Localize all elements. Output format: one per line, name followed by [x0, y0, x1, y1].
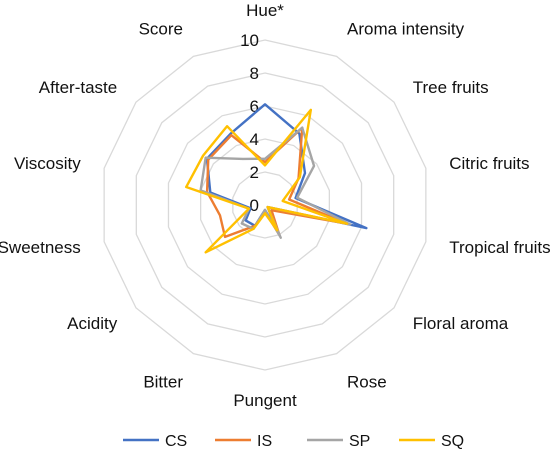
- series-layer: [184, 103, 368, 254]
- legend-label-sq: SQ: [441, 433, 464, 450]
- grid-ring-8: [135, 72, 395, 338]
- legend: CS IS SP SQ: [123, 433, 464, 450]
- tick-label-4: 4: [250, 130, 259, 149]
- grid-ring-6: [167, 105, 363, 305]
- axis-label-viscosity: Viscosity: [14, 154, 81, 173]
- tick-label-10: 10: [240, 31, 259, 50]
- axis-label-bitter: Bitter: [143, 372, 183, 391]
- legend-label-is: IS: [257, 433, 272, 450]
- grid-ring-10: [103, 39, 427, 371]
- axis-label-floral-aroma: Floral aroma: [413, 314, 509, 333]
- axis-label-citric-fruits: Citric fruits: [449, 154, 529, 173]
- tick-label-0: 0: [250, 196, 259, 215]
- axis-label-pungent: Pungent: [233, 391, 297, 410]
- axis-label-tree-fruits: Tree fruits: [413, 78, 489, 97]
- axis-label-aroma-intensity: Aroma intensity: [347, 20, 465, 39]
- tick-label-6: 6: [250, 97, 259, 116]
- axis-label-tropical-fruits: Tropical fruits: [449, 238, 550, 257]
- legend-label-cs: CS: [165, 433, 187, 450]
- axis-label-acidity: Acidity: [67, 314, 118, 333]
- axis-label-sweetness: Sweetness: [0, 238, 81, 257]
- legend-label-sp: SP: [349, 433, 370, 450]
- axis-label-after-taste: After-taste: [39, 78, 117, 97]
- grid-layer: [103, 39, 427, 371]
- series-line-sp: [199, 126, 352, 239]
- tick-label-8: 8: [250, 64, 259, 83]
- tick-label-2: 2: [250, 163, 259, 182]
- tick-label-layer: 0 2 4 6 8 10: [240, 31, 259, 215]
- axis-label-hue: Hue*: [246, 1, 284, 20]
- axis-label-rose: Rose: [347, 372, 387, 391]
- series-line-sq: [184, 108, 349, 254]
- axis-label-score: Score: [139, 20, 183, 39]
